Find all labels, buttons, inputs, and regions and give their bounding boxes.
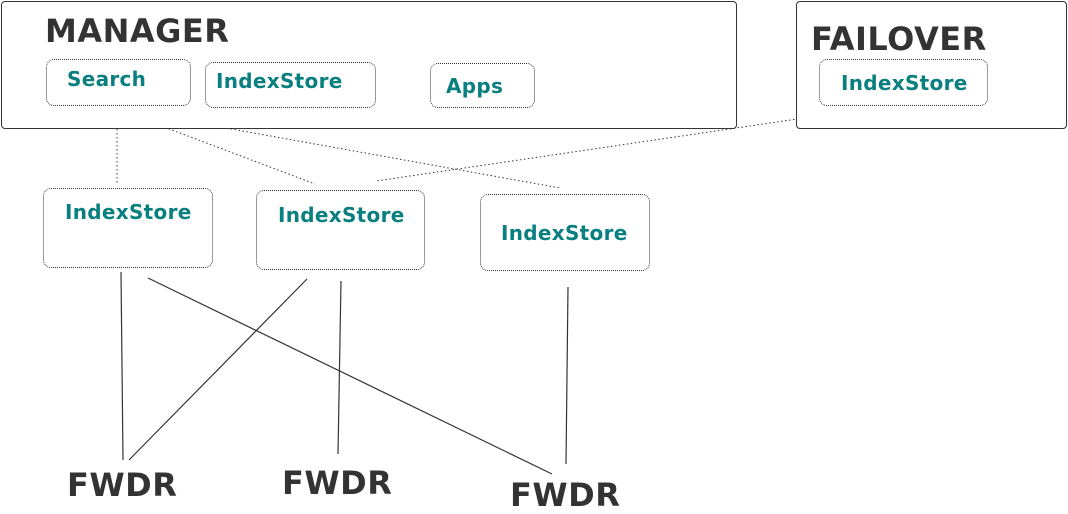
indexstore-node-2[interactable] [256, 190, 425, 270]
manager-search-label: Search [67, 67, 147, 91]
link-indexstore-3-fwdr-3 [565, 286, 569, 465]
link-indexstore-1-fwdr-1 [120, 271, 124, 461]
manager-apps-node[interactable] [430, 63, 535, 108]
failover-panel: FAILOVER [796, 1, 1067, 129]
link-indexstore-1-fwdr-3 [147, 277, 553, 475]
manager-search-node[interactable] [46, 59, 191, 106]
manager-apps-label: Apps [446, 74, 504, 98]
link-search-indexstore-3 [147, 113, 561, 189]
manager-indexstore-label: IndexStore [216, 69, 343, 93]
indexstore-label-3: IndexStore [501, 221, 628, 245]
indexstore-node-1[interactable] [43, 188, 213, 268]
manager-title: MANAGER [45, 12, 230, 50]
forwarder-label-1: FWDR [67, 466, 178, 504]
manager-indexstore-node[interactable] [205, 62, 376, 108]
forwarder-label-3: FWDR [510, 476, 621, 514]
link-indexstore-2-fwdr-2 [337, 280, 342, 455]
link-failover-indexstore-2 [375, 112, 839, 182]
link-indexstore-2-fwdr-1 [128, 278, 308, 461]
failover-title: FAILOVER [811, 20, 987, 58]
failover-indexstore-label: IndexStore [841, 71, 968, 95]
failover-indexstore-node[interactable] [819, 59, 988, 106]
indexstore-label-1: IndexStore [65, 200, 192, 224]
forwarder-label-2: FWDR [282, 464, 393, 502]
indexstore-node-3[interactable] [480, 194, 650, 271]
indexstore-label-2: IndexStore [278, 203, 405, 227]
